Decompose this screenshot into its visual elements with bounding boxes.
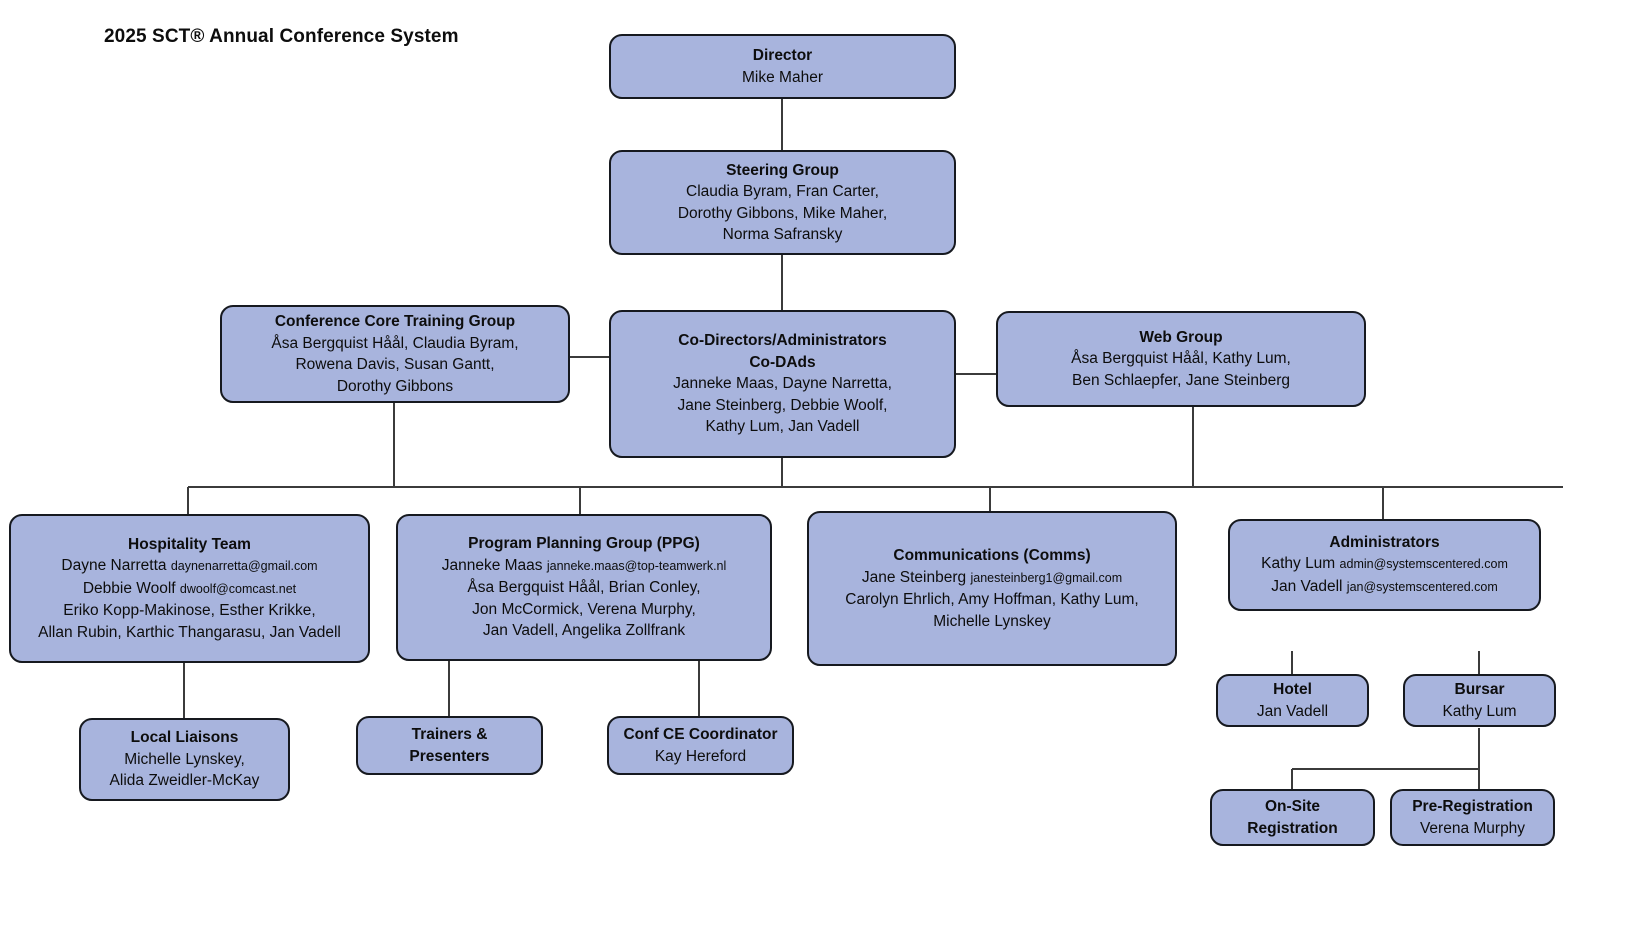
node-steering-group-line-3: Norma Safransky — [722, 226, 843, 243]
node-bursar-header: Bursar — [1454, 681, 1505, 698]
node-conference-core-training-group-line-2: Rowena Davis, Susan Gantt, — [295, 356, 495, 373]
node-hospitality-team-line-2: Debbie Woolf dwoolf@comcast.net — [83, 578, 296, 601]
admin-email-2[interactable]: jan@systemscentered.com — [1346, 579, 1498, 594]
node-pre-registration[interactable]: Pre-Registration Verena Murphy — [1390, 789, 1555, 846]
node-program-planning-group-header: Program Planning Group (PPG) — [468, 535, 700, 553]
comms-name-1: Jane Steinberg — [861, 568, 967, 586]
node-conference-core-training-group-line-1: Åsa Bergquist Håål, Claudia Byram, — [271, 334, 519, 352]
node-bursar[interactable]: Bursar Kathy Lum — [1403, 674, 1556, 727]
node-web-group-header: Web Group — [1139, 328, 1223, 346]
node-co-dads-line-3: Kathy Lum, Jan Vadell — [705, 418, 860, 436]
node-web-group-line-1: Åsa Bergquist Håål, Kathy Lum, — [1071, 350, 1291, 368]
node-hospitality-team-header: Hospitality Team — [128, 535, 251, 553]
node-steering-group-line-2: Dorothy Gibbons, Mike Maher, — [677, 204, 888, 222]
node-director-header: Director — [752, 47, 813, 64]
comms-email-1[interactable]: janesteinberg1@gmail.com — [970, 570, 1123, 585]
node-communications[interactable]: Communications (Comms) Jane Steinberg ja… — [807, 511, 1177, 666]
node-program-planning-group-line-1: Janneke Maas janneke.maas@top-teamwerk.n… — [442, 555, 727, 578]
node-steering-group-line-1: Claudia Byram, Fran Carter, — [686, 183, 879, 200]
node-local-liaisons-header: Local Liaisons — [130, 729, 239, 747]
node-program-planning-group-line-4: Jan Vadell, Angelika Zollfrank — [482, 622, 686, 640]
node-conference-core-training-group-line-3: Dorothy Gibbons — [336, 377, 454, 395]
node-administrators[interactable]: Administrators Kathy Lum admin@systemsce… — [1228, 519, 1541, 611]
node-communications-line-3: Michelle Lynskey — [933, 612, 1051, 630]
node-communications-header: Communications (Comms) — [893, 547, 1091, 564]
node-co-dads[interactable]: Co-Directors/Administrators Co-DAds Jann… — [609, 310, 956, 458]
hospitality-name-2: Debbie Woolf — [82, 579, 176, 597]
node-administrators-header: Administrators — [1329, 533, 1440, 551]
node-communications-line-1: Jane Steinberg janesteinberg1@gmail.com — [862, 567, 1122, 590]
node-steering-group[interactable]: Steering Group Claudia Byram, Fran Carte… — [609, 150, 956, 255]
node-pre-registration-line-1: Verena Murphy — [1419, 819, 1526, 837]
node-program-planning-group[interactable]: Program Planning Group (PPG) Janneke Maa… — [396, 514, 772, 661]
admin-name-2: Jan Vadell — [1271, 577, 1343, 595]
hospitality-name-1: Dayne Narretta — [61, 557, 167, 575]
node-conference-core-training-group-header: Conference Core Training Group — [274, 313, 516, 330]
node-co-dads-header: Co-Directors/Administrators — [678, 332, 887, 350]
node-steering-group-header: Steering Group — [726, 161, 839, 179]
node-hotel-header: Hotel — [1273, 681, 1312, 698]
admin-name-1: Kathy Lum — [1261, 555, 1336, 573]
node-co-dads-line-1: Janneke Maas, Dayne Narretta, — [673, 375, 892, 393]
node-conference-core-training-group[interactable]: Conference Core Training Group Åsa Bergq… — [220, 305, 570, 403]
node-web-group-line-2: Ben Schlaepfer, Jane Steinberg — [1071, 371, 1290, 389]
hospitality-email-2[interactable]: dwoolf@comcast.net — [179, 581, 297, 596]
node-hotel-line-1: Jan Vadell — [1256, 702, 1329, 720]
node-hotel[interactable]: Hotel Jan Vadell — [1216, 674, 1369, 727]
node-conf-ce-coordinator-header: Conf CE Coordinator — [623, 726, 778, 743]
node-on-site-registration-header: On-Site — [1264, 798, 1321, 815]
node-hospitality-team[interactable]: Hospitality Team Dayne Narretta daynenar… — [9, 514, 370, 663]
node-pre-registration-header: Pre-Registration — [1412, 798, 1533, 815]
admin-email-1[interactable]: admin@systemscentered.com — [1339, 557, 1508, 572]
node-trainers-presenters[interactable]: Trainers & Presenters — [356, 716, 543, 775]
node-local-liaisons[interactable]: Local Liaisons Michelle Lynskey, Alida Z… — [79, 718, 290, 801]
node-program-planning-group-line-2: Åsa Bergquist Håål, Brian Conley, — [467, 579, 701, 597]
ppg-name-1: Janneke Maas — [441, 556, 543, 574]
node-co-dads-header-2: Co-DAds — [749, 353, 816, 371]
node-program-planning-group-line-3: Jon McCormick, Verena Murphy, — [472, 600, 696, 618]
node-trainers-presenters-header: Trainers & — [411, 726, 488, 743]
page-title: 2025 SCT® Annual Conference System — [104, 26, 459, 47]
node-trainers-presenters-header-2: Presenters — [409, 747, 490, 765]
node-hospitality-team-line-4: Allan Rubin, Karthic Thangarasu, Jan Vad… — [38, 623, 341, 641]
node-on-site-registration-header-2: Registration — [1247, 819, 1338, 837]
node-director-line-1: Mike Maher — [742, 68, 823, 86]
node-hospitality-team-line-3: Eriko Kopp-Makinose, Esther Krikke, — [63, 602, 316, 620]
node-administrators-line-1: Kathy Lum admin@systemscentered.com — [1261, 553, 1508, 576]
node-administrators-line-2: Jan Vadell jan@systemscentered.com — [1271, 576, 1498, 599]
ppg-email-1[interactable]: janneke.maas@top-teamwerk.nl — [546, 558, 727, 573]
node-conf-ce-coordinator-line-1: Kay Hereford — [654, 747, 747, 765]
node-hospitality-team-line-1: Dayne Narretta daynenarretta@gmail.com — [61, 555, 317, 578]
node-conf-ce-coordinator[interactable]: Conf CE Coordinator Kay Hereford — [607, 716, 794, 775]
node-bursar-line-1: Kathy Lum — [1442, 702, 1517, 720]
node-local-liaisons-line-1: Michelle Lynskey, — [124, 750, 245, 768]
node-web-group[interactable]: Web Group Åsa Bergquist Håål, Kathy Lum,… — [996, 311, 1366, 407]
node-co-dads-line-2: Jane Steinberg, Debbie Woolf, — [677, 396, 888, 414]
node-director[interactable]: Director Mike Maher — [609, 34, 956, 99]
node-on-site-registration[interactable]: On-Site Registration — [1210, 789, 1375, 846]
hospitality-email-1[interactable]: daynenarretta@gmail.com — [170, 559, 318, 574]
node-communications-line-2: Carolyn Ehrlich, Amy Hoffman, Kathy Lum, — [845, 591, 1139, 608]
node-local-liaisons-line-2: Alida Zweidler-McKay — [109, 772, 260, 790]
